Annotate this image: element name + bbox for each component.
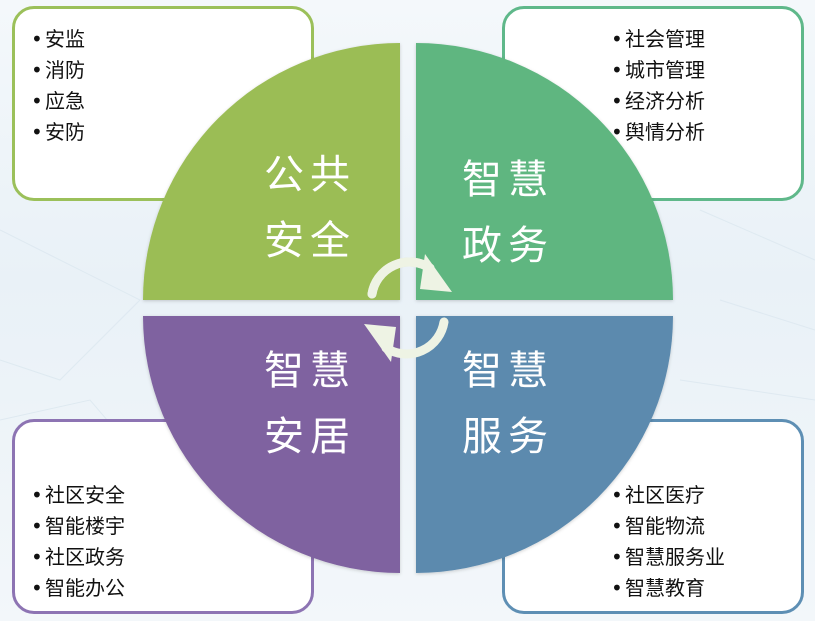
bullet-icon: • [31,545,43,569]
bullet-icon: • [31,483,43,507]
cycle-arrows-icon [367,257,449,359]
quadrant-smart-government [416,43,673,300]
list-item: •社区政务 [31,542,125,573]
list-item: •社会管理 [611,24,705,55]
card-list: •安监 •消防 •应急 •安防 [31,24,85,148]
list-item: •消防 [31,55,85,86]
bullet-icon: • [31,514,43,538]
list-item: •智能物流 [611,511,725,542]
list-item: •智能办公 [31,573,125,604]
list-item: •智慧服务业 [611,542,725,573]
arrowhead-icon [420,254,452,292]
quadrant-label-public-safety: 公共 安全 [264,152,356,264]
bullet-icon: • [611,483,623,507]
arrowhead-icon [364,324,396,362]
quadrant-label-smart-living: 智慧 安居 [264,348,356,460]
quadrant-label-smart-government: 智慧 政务 [462,157,554,269]
list-item: •舆情分析 [611,117,705,148]
quadrant-public-safety [143,43,400,300]
list-item: •城市管理 [611,55,705,86]
list-item: •社区安全 [31,480,125,511]
list-item: •应急 [31,86,85,117]
bullet-icon: • [31,58,43,82]
list-item: •经济分析 [611,86,705,117]
bullet-icon: • [611,27,623,51]
bullet-icon: • [31,27,43,51]
card-list: •社区安全 •智能楼宇 •社区政务 •智能办公 [31,480,125,604]
list-item: •安防 [31,117,85,148]
bullet-icon: • [31,120,43,144]
list-item: •智慧教育 [611,573,725,604]
list-item: •社区医疗 [611,480,725,511]
quadrant-label-smart-services: 智慧 服务 [462,348,554,460]
card-list: •社区医疗 •智能物流 •智慧服务业 •智慧教育 [611,480,725,604]
bullet-icon: • [611,58,623,82]
quadrant-smart-services [416,316,673,573]
bullet-icon: • [611,576,623,600]
bullet-icon: • [611,120,623,144]
bullet-icon: • [31,89,43,113]
bullet-icon: • [31,576,43,600]
list-item: •安监 [31,24,85,55]
bullet-icon: • [611,89,623,113]
quadrant-smart-living [143,316,400,573]
bullet-icon: • [611,545,623,569]
bullet-icon: • [611,514,623,538]
list-item: •智能楼宇 [31,511,125,542]
card-list: •社会管理 •城市管理 •经济分析 •舆情分析 [611,24,705,148]
